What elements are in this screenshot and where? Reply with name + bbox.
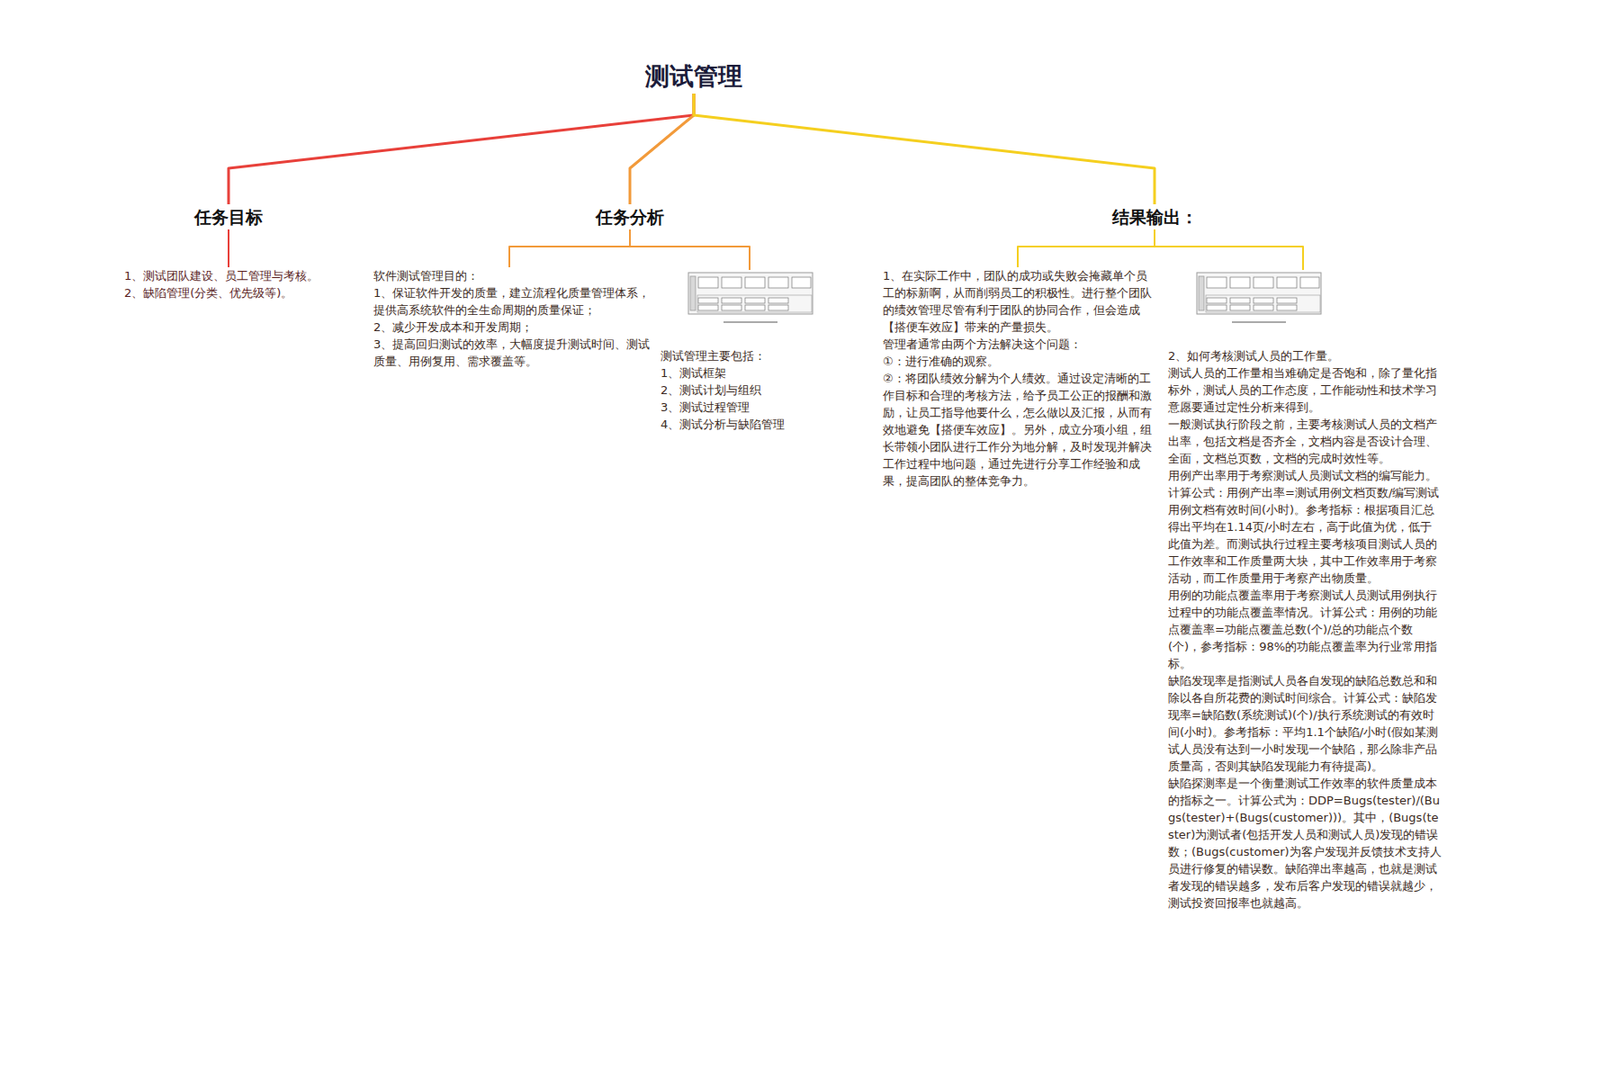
- branch-connector: [1017, 229, 1155, 268]
- note-paragraph: 3、测试过程管理: [660, 398, 837, 416]
- note-with-figure: 2、如何考核测试人员的工作量。测试人员的工作量相当难确定是否饱和，除了量化指标外…: [1166, 269, 1444, 914]
- note-paragraph: 4、测试分析与缺陷管理: [660, 415, 837, 433]
- note-paragraph: 一般测试执行阶段之前，主要考核测试人员的文档产出率，包括文档是否齐全，文档内容是…: [1168, 415, 1442, 468]
- topic-label: 结果输出：: [1112, 206, 1198, 228]
- note-paragraph: 2、测试计划与组织: [660, 381, 837, 399]
- note-paragraph: 用例产出率用于考察测试人员测试文档的编写能力。计算公式：用例产出率=测试用例文档…: [1168, 467, 1442, 587]
- note-paragraph: 1、测试框架: [660, 364, 837, 382]
- branch-connector: [228, 93, 694, 205]
- branch-connector: [509, 229, 630, 268]
- note-paragraph: 1、在实际工作中，团队的成功或失败会掩藏单个员工的标新啊，从而削弱员工的积极性。…: [882, 267, 1157, 336]
- note-paragraph: ①：进行准确的观察。: [882, 352, 1157, 370]
- note-paragraph: 缺陷探测率是一个衡量测试工作效率的软件质量成本的指标之一。计算公式为：DDP=B…: [1168, 774, 1442, 912]
- note-with-figure: 测试管理主要包括：1、测试框架2、测试计划与组织3、测试过程管理4、测试分析与缺…: [658, 269, 839, 435]
- topic-label: 任务目标: [194, 206, 263, 228]
- note-paragraph: 测试管理主要包括：: [660, 347, 837, 365]
- topic-label: 任务分析: [595, 206, 665, 228]
- note-paragraph: 3、提高回归测试的效率，大幅度提升测试时间、测试质量、用例复用、需求覆盖等。: [373, 335, 651, 370]
- branch-topic: 任务目标: [188, 204, 269, 230]
- note-paragraph: ②：将团队绩效分解为个人绩效。通过设定清晰的工作目标和合理的考核方法，给予员工公…: [882, 369, 1157, 490]
- branch-connector: [1154, 229, 1304, 270]
- note-paragraph: 2、缺陷管理(分类、优先级等)。: [124, 284, 341, 302]
- note-paragraph: 软件测试管理目的：: [373, 267, 651, 285]
- note-paragraph: 1、测试团队建设、员工管理与考核。: [124, 267, 341, 285]
- architecture-thumbnail: [1195, 271, 1322, 328]
- note-paragraph: 缺陷发现率是指测试人员各自发现的缺陷总数总和和除以各自所花费的测试时间综合。计算…: [1168, 672, 1442, 775]
- note-paragraph: 用例的功能点覆盖率用于考察测试人员测试用例执行过程中的功能点覆盖率情况。计算公式…: [1168, 586, 1442, 673]
- note-paragraph: 2、减少开发成本和开发周期；: [373, 318, 651, 336]
- branch-topic: 任务分析: [590, 204, 670, 230]
- note-paragraph: 管理者通常由两个方法解决这个问题：: [882, 335, 1157, 353]
- note-text: 1、在实际工作中，团队的成功或失败会掩藏单个员工的标新啊，从而削弱员工的积极性。…: [880, 267, 1159, 492]
- note-text: 软件测试管理目的：1、保证软件开发的质量，建立流程化质量管理体系，提供高系统软件…: [371, 267, 653, 372]
- branch-connector: [227, 229, 230, 268]
- architecture-thumbnail: [687, 271, 814, 328]
- topic-label: 测试管理: [645, 61, 743, 92]
- branch-connector: [629, 229, 750, 270]
- branch-connector: [693, 93, 1155, 205]
- note-paragraph: 测试人员的工作量相当难确定是否饱和，除了量化指标外，测试人员的工作态度，工作能动…: [1168, 364, 1442, 416]
- note-paragraph: 1、保证软件开发的质量，建立流程化质量管理体系，提供高系统软件的全生命周期的质量…: [373, 284, 651, 319]
- root-topic: 测试管理: [639, 59, 748, 94]
- note-paragraph: 2、如何考核测试人员的工作量。: [1168, 347, 1442, 365]
- note-text: 1、测试团队建设、员工管理与考核。2、缺陷管理(分类、优先级等)。: [122, 267, 342, 304]
- branch-topic: 结果输出：: [1106, 204, 1204, 230]
- branch-connector: [629, 93, 694, 205]
